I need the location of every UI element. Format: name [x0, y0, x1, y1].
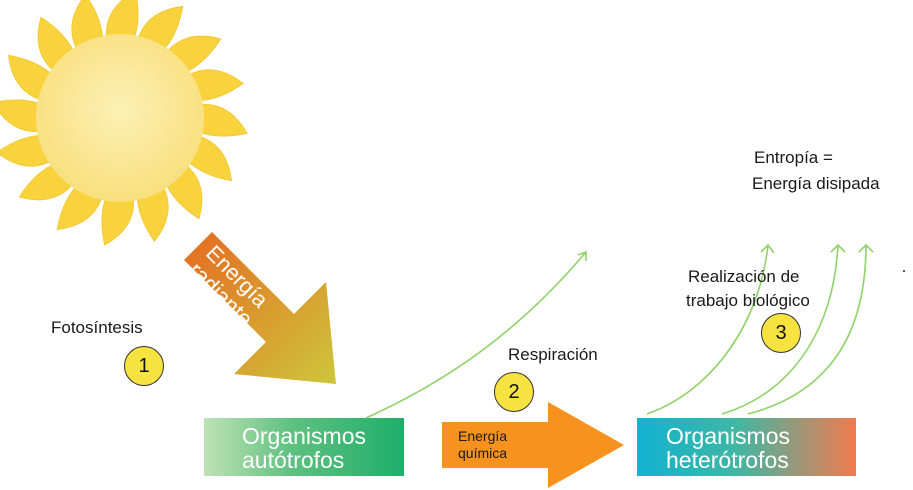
autotrofos-line2: autótrofos [242, 447, 345, 473]
work-curve-3 [747, 244, 867, 415]
step-badge-2: 2 [494, 372, 534, 412]
respiracion-label: Respiración [508, 345, 598, 364]
autotrofos-box [204, 418, 404, 476]
sun-ray [0, 99, 44, 133]
heterotrofos-line2: heterótrofos [666, 447, 789, 473]
radiant-energy-arrow [184, 232, 336, 384]
respiration-arrowhead-icon [577, 250, 587, 261]
work-arrowhead-2-icon [830, 243, 846, 253]
heterotrofos-line1: Organismos [666, 423, 790, 449]
sun-ray [196, 103, 248, 137]
sun-ray [101, 194, 135, 246]
work-arrowhead-1-icon [760, 243, 775, 254]
stray-dot [903, 270, 905, 272]
work-curve-2 [721, 244, 839, 415]
sun-icon [0, 0, 248, 246]
step-badge-3: 3 [761, 313, 801, 353]
realizacion-label-line2: trabajo biológico [686, 291, 810, 310]
sun-ray [136, 183, 169, 242]
work-curve-1 [646, 244, 769, 415]
chemical-energy-line2: química [458, 445, 508, 461]
autotrofos-line1: Organismos [242, 423, 366, 449]
chemical-energy-arrow [442, 402, 624, 488]
autotrofos-label: Organismos autótrofos [242, 424, 366, 472]
step-badge-1: 1 [124, 346, 164, 386]
entropia-label-line2: Energía disipada [752, 174, 880, 193]
sun-ray [105, 0, 139, 42]
realizacion-label-line1: Realización de [688, 267, 800, 286]
respiration-curve [365, 251, 587, 419]
heterotrofos-box [637, 418, 856, 476]
entropia-label-line1: Entropía = [754, 148, 833, 167]
heterotrofos-label: Organismos heterótrofos [666, 424, 790, 472]
fotosintesis-label: Fotosíntesis [51, 318, 143, 337]
work-arrowhead-3-icon [858, 243, 874, 253]
chemical-energy-label: Energía química [458, 428, 507, 462]
respiration-arrows [365, 243, 874, 419]
chemical-energy-line1: Energía [458, 428, 508, 444]
sun-ray [185, 69, 244, 102]
